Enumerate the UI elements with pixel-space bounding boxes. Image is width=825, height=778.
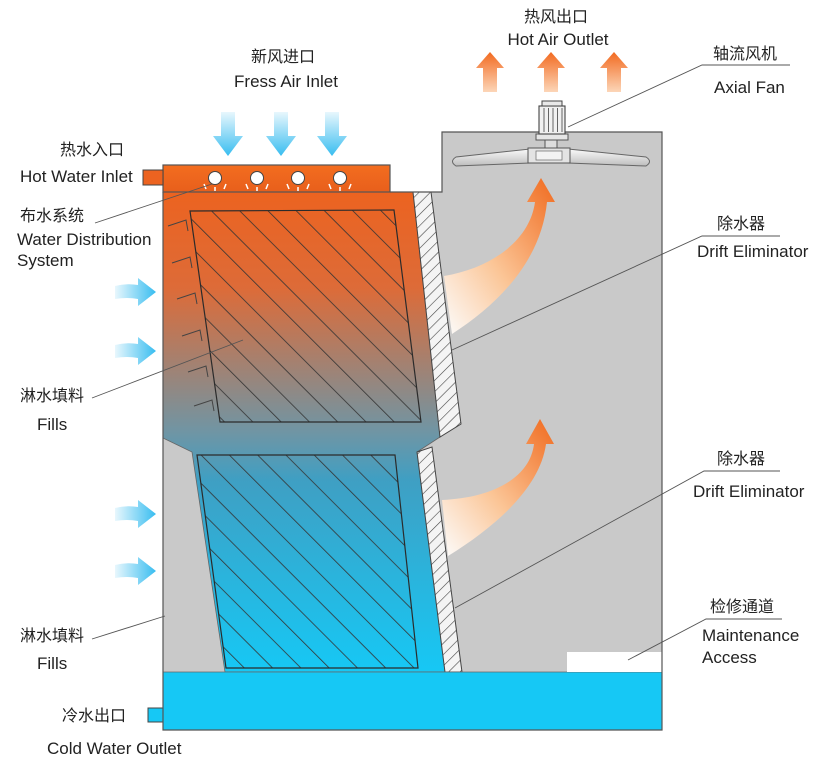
label-fills-lower-zh: 淋水填料 [20, 626, 84, 645]
label-fresh-air-inlet-en: Fress Air Inlet [234, 72, 338, 91]
arrow-up-icon [600, 52, 628, 92]
leader-drift-eliminator-lower [454, 470, 780, 609]
tower-outline [162, 131, 663, 731]
leader-fills-upper [91, 339, 244, 399]
maintenance-access-opening [567, 652, 662, 672]
hot-air-flow-arrow-lower [442, 419, 554, 556]
water-distribution-tray [162, 164, 391, 193]
fill-block-lower [196, 454, 419, 669]
leader-water-distribution [94, 183, 213, 224]
label-water-distribution-zh: 布水系统 [20, 206, 84, 225]
spray-nozzles [208, 171, 347, 185]
fan-shaft [544, 139, 558, 149]
leader-fills-lower [91, 615, 166, 640]
leader-axial-fan [567, 64, 790, 128]
cold-water-outlet-pipe [147, 707, 164, 723]
fresh-air-inlet-arrows [213, 112, 347, 156]
label-cold-water-outlet-en: Cold Water Outlet [47, 739, 182, 758]
label-hot-water-inlet-en: Hot Water Inlet [20, 167, 133, 186]
nozzle-icon [291, 171, 305, 185]
arrow-up-icon [476, 52, 504, 92]
fan-blade-left [452, 148, 531, 167]
label-drift-eliminator-lower-en: Drift Eliminator [693, 482, 805, 501]
fill-block-upper [189, 209, 422, 423]
arrow-down-icon [317, 112, 347, 156]
label-axial-fan-en: Axial Fan [714, 78, 785, 97]
label-cold-water-outlet-zh: 冷水出口 [62, 706, 126, 725]
nozzle-icon [250, 171, 264, 185]
label-drift-eliminator-upper-en: Drift Eliminator [697, 242, 809, 261]
label-fills-upper-en: Fills [37, 415, 67, 434]
motor-base-flange [535, 133, 569, 141]
label-axial-fan-zh: 轴流风机 [713, 44, 777, 63]
label-drift-eliminator-upper-zh: 除水器 [717, 214, 765, 233]
leader-drift-eliminator-upper [451, 235, 780, 351]
arrow-down-icon [266, 112, 296, 156]
fan-blade-right [567, 148, 650, 167]
hot-water-inlet-pipe [142, 169, 164, 186]
fan-hub-center [535, 150, 563, 161]
label-water-distribution-en-2: System [17, 251, 74, 270]
label-hot-air-outlet-zh: 热风出口 [524, 7, 588, 26]
label-maintenance-access-zh: 检修通道 [710, 597, 774, 616]
nozzle-icon [208, 171, 222, 185]
motor-cooling-fins [543, 108, 563, 132]
label-hot-water-inlet-zh: 热水入口 [60, 140, 124, 159]
label-fills-lower-en: Fills [37, 654, 67, 673]
label-fills-upper-zh: 淋水填料 [20, 386, 84, 405]
motor-icon [538, 105, 566, 135]
label-water-distribution-en-1: Water Distribution [17, 230, 151, 249]
label-maintenance-access-en-2: Access [702, 648, 757, 667]
arrow-right-icon [115, 278, 156, 306]
air-louvres [167, 219, 215, 412]
label-hot-air-outlet-en: Hot Air Outlet [507, 30, 608, 49]
label-maintenance-access-en-1: Maintenance [702, 626, 799, 645]
side-air-inlet-arrows [115, 278, 156, 585]
label-fresh-air-inlet-zh: 新风进口 [251, 47, 315, 66]
water-spray-marks [203, 183, 352, 191]
cold-water-basin [163, 672, 662, 730]
axial-fan [452, 100, 650, 167]
motor-top-cap [541, 100, 563, 107]
arrow-up-icon [537, 52, 565, 92]
leader-maintenance-access [627, 618, 782, 661]
hot-air-outlet-arrows [476, 52, 628, 92]
label-drift-eliminator-lower-zh: 除水器 [717, 449, 765, 468]
arrow-right-icon [115, 337, 156, 365]
arrow-right-icon [115, 557, 156, 585]
nozzle-icon [333, 171, 347, 185]
hot-air-flow-arrow-upper [444, 178, 555, 334]
arrow-right-icon [115, 500, 156, 528]
arrow-down-icon [213, 112, 243, 156]
